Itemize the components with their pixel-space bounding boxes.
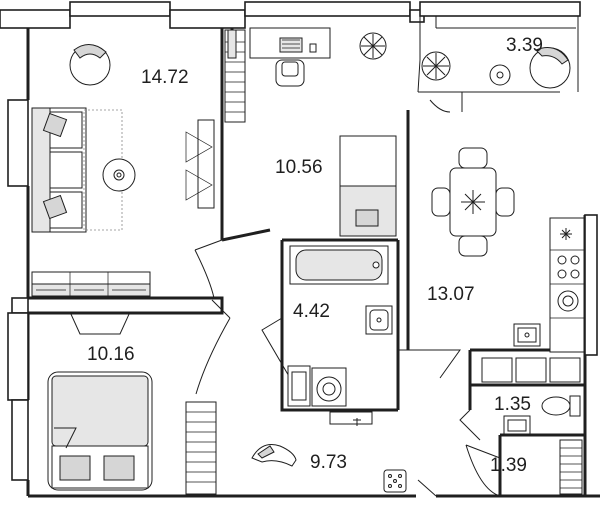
wardrobe-icon: [185, 401, 217, 495]
living-room-furniture: [31, 44, 215, 297]
tv-icon: [185, 119, 215, 209]
drain-icon: [329, 411, 373, 426]
room-area-hall: 9.73: [310, 452, 347, 473]
wardrobe-icon: [559, 439, 583, 495]
kitchen-furniture: [431, 147, 585, 353]
toilet-icon: [541, 395, 581, 417]
sink-icon: [513, 323, 541, 347]
kitchen-counter-icon: [549, 217, 585, 353]
dice-icon: [383, 469, 407, 493]
desk-icon: [249, 27, 331, 59]
plant-icon: [359, 32, 387, 60]
lamp-icon: [69, 311, 131, 335]
sink-icon: [365, 305, 393, 335]
room-area-closet: 1.39: [490, 455, 527, 476]
stove-icon: [557, 255, 580, 279]
bathtub-icon: [289, 245, 389, 285]
bed-icon: [47, 371, 153, 491]
bed-small-icon: [339, 135, 397, 237]
dog-icon: [251, 444, 297, 467]
washing-machine-icon: [311, 367, 347, 407]
wardrobe-icon: [224, 29, 246, 123]
bedroom-furniture: [47, 311, 217, 495]
room-labels: 14.72 10.56 3.39 13.07 4.42 10.16 9.73 1…: [87, 35, 543, 476]
sofa-icon: [31, 107, 87, 233]
hall-furniture: [251, 357, 583, 495]
round-table-icon: [489, 64, 511, 86]
washing-machine-icon: [557, 290, 579, 312]
bathroom-furniture: [287, 245, 393, 426]
armchair-icon: [69, 44, 111, 86]
doors: [194, 239, 501, 497]
chair-icon: [275, 59, 305, 87]
room-area-study: 10.56: [275, 157, 323, 178]
shelf-icon: [481, 357, 581, 383]
room-area-living: 14.72: [141, 67, 189, 88]
plant-icon: [421, 51, 451, 81]
armchair-icon: [529, 47, 571, 89]
room-area-bedroom: 10.16: [87, 344, 135, 365]
room-area-kitchen: 13.07: [427, 284, 475, 305]
sink-icon: [503, 415, 531, 435]
room-area-bathroom: 4.42: [293, 301, 330, 322]
round-table-icon: [102, 158, 136, 192]
balcony-furniture: [421, 47, 571, 89]
shelf-icon: [287, 365, 311, 407]
study-furniture: [224, 27, 397, 237]
room-area-balcony: 3.39: [506, 35, 543, 56]
cabinet-icon: [31, 271, 151, 297]
room-area-wc: 1.35: [494, 394, 531, 415]
dining-table-icon: [431, 147, 515, 257]
